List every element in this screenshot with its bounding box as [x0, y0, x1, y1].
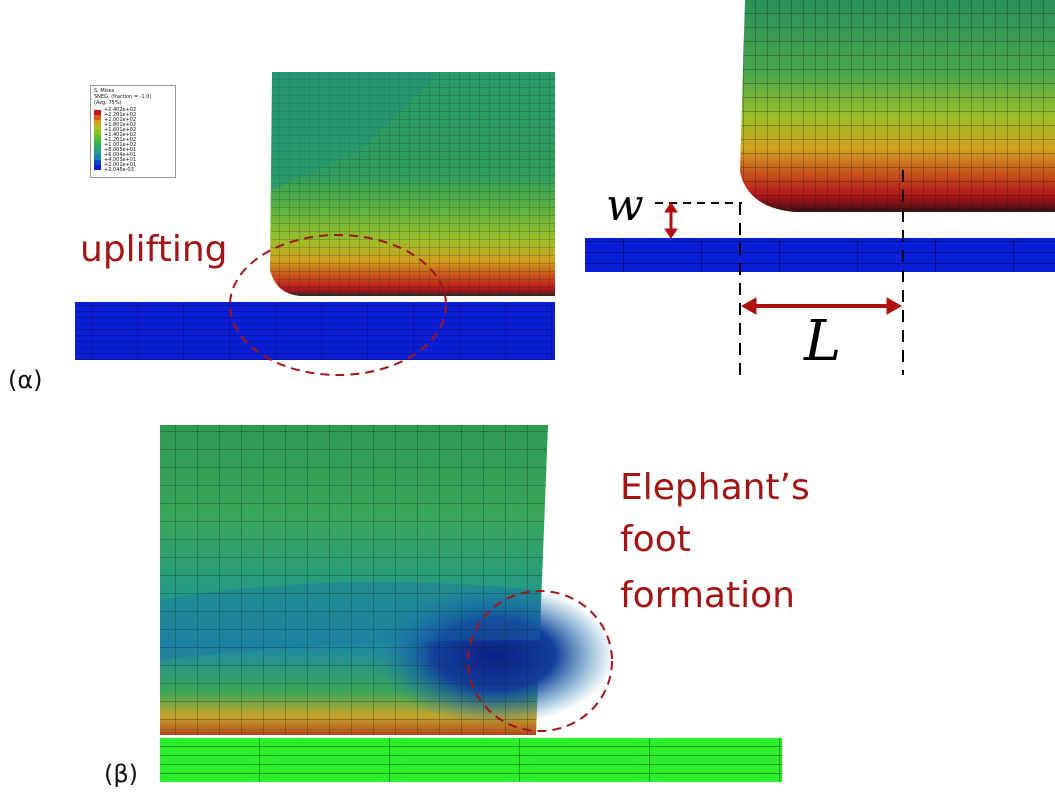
legend-value: +2.402e+02: [104, 107, 137, 113]
elephant-label-line-1: Elephant’s: [620, 467, 810, 508]
tank-upper-teal: [272, 72, 440, 190]
tank-wall-c-mesh: [160, 425, 548, 735]
legend-title-line-2: SNEG, (fraction = -1.0): [94, 94, 152, 100]
panel-a-left-model: [75, 72, 555, 376]
legend-value: +1.601e+02: [104, 127, 137, 133]
legend-swatch: [94, 140, 101, 145]
stress-legend: S, Mises SNEG, (fraction = -1.0) (Avg: 7…: [90, 85, 176, 178]
legend-title-line-1: S, Mises: [94, 88, 115, 94]
legend-value: +6.004e+01: [104, 152, 137, 158]
panel-b-model: [160, 425, 782, 782]
uplift-circle: [229, 234, 447, 376]
legend-swatch: [94, 155, 101, 160]
foot-circle: [467, 590, 613, 732]
panel-b-label: (β): [104, 760, 139, 788]
legend-swatch: [94, 135, 101, 140]
contact-plate-b-mesh: [585, 238, 1055, 272]
tank-wall-b-mesh: [740, 0, 1055, 212]
legend-swatch: [94, 115, 101, 120]
L-label: L: [804, 309, 842, 374]
legend-value: +2.001e+01: [104, 162, 137, 168]
legend-value: +1.401e+02: [104, 132, 137, 138]
L-arrow: [740, 297, 903, 315]
legend-title-line-3: (Avg: 75%): [94, 100, 122, 106]
legend-swatch: [94, 125, 101, 130]
legend-swatch: [94, 130, 101, 135]
legend-swatch: [94, 160, 101, 165]
legend-swatch: [94, 145, 101, 150]
legend-value: +4.003e+01: [104, 157, 137, 163]
legend-value: +8.005e+01: [104, 147, 137, 153]
panel-a-label: (α): [8, 366, 43, 394]
legend-value: +2.045e-03: [104, 167, 134, 173]
legend-value: +2.001e+02: [104, 117, 137, 123]
w-label: w: [606, 180, 644, 231]
legend-value: +1.001e+02: [104, 142, 137, 148]
base-plate-c-mesh: [160, 738, 782, 782]
legend-swatch: [94, 150, 101, 155]
w-arrow: [664, 202, 678, 239]
legend-swatch: [94, 120, 101, 125]
panel-a-right-model: [585, 0, 1055, 375]
legend-swatch: [94, 165, 101, 170]
legend-value: +1.201e+02: [104, 137, 137, 143]
uplifting-label: uplifting: [80, 229, 228, 270]
legend-value: +1.801e+02: [104, 122, 137, 128]
legend-value: +2.201e+02: [104, 112, 137, 118]
elephant-label-line-3: formation: [620, 575, 795, 616]
contact-plate-a-mesh: [75, 302, 555, 360]
elephant-label-line-2: foot: [620, 519, 691, 560]
legend-swatch: [94, 110, 101, 115]
